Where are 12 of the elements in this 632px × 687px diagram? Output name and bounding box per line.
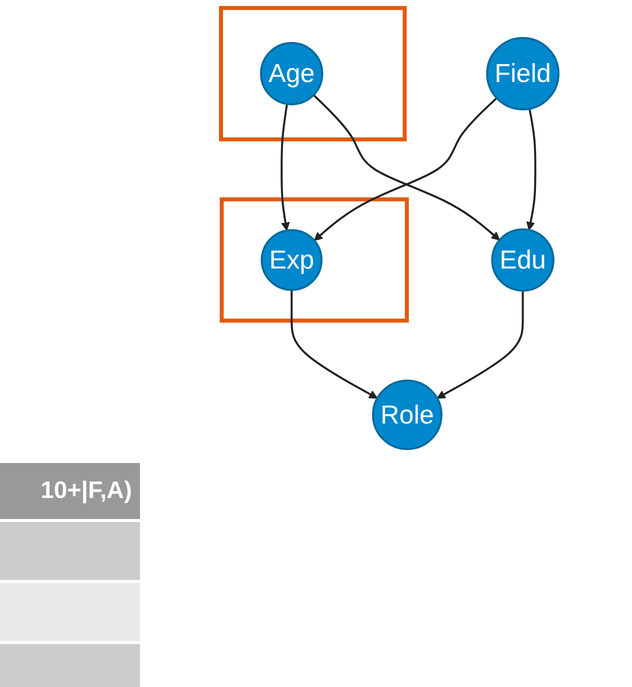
table-header-cell: 10+|F,A) xyxy=(0,463,140,519)
node-circle: Exp xyxy=(260,229,323,291)
node-circle: Field xyxy=(486,37,560,110)
node-circle: Age xyxy=(260,42,324,106)
arrow xyxy=(290,290,378,399)
cluster xyxy=(219,6,407,142)
arrow xyxy=(280,104,290,231)
node-circle: Edu xyxy=(491,228,555,292)
arrow xyxy=(526,108,537,230)
node-circle: Role xyxy=(372,380,443,450)
arrow xyxy=(437,290,524,399)
cluster xyxy=(220,197,410,323)
